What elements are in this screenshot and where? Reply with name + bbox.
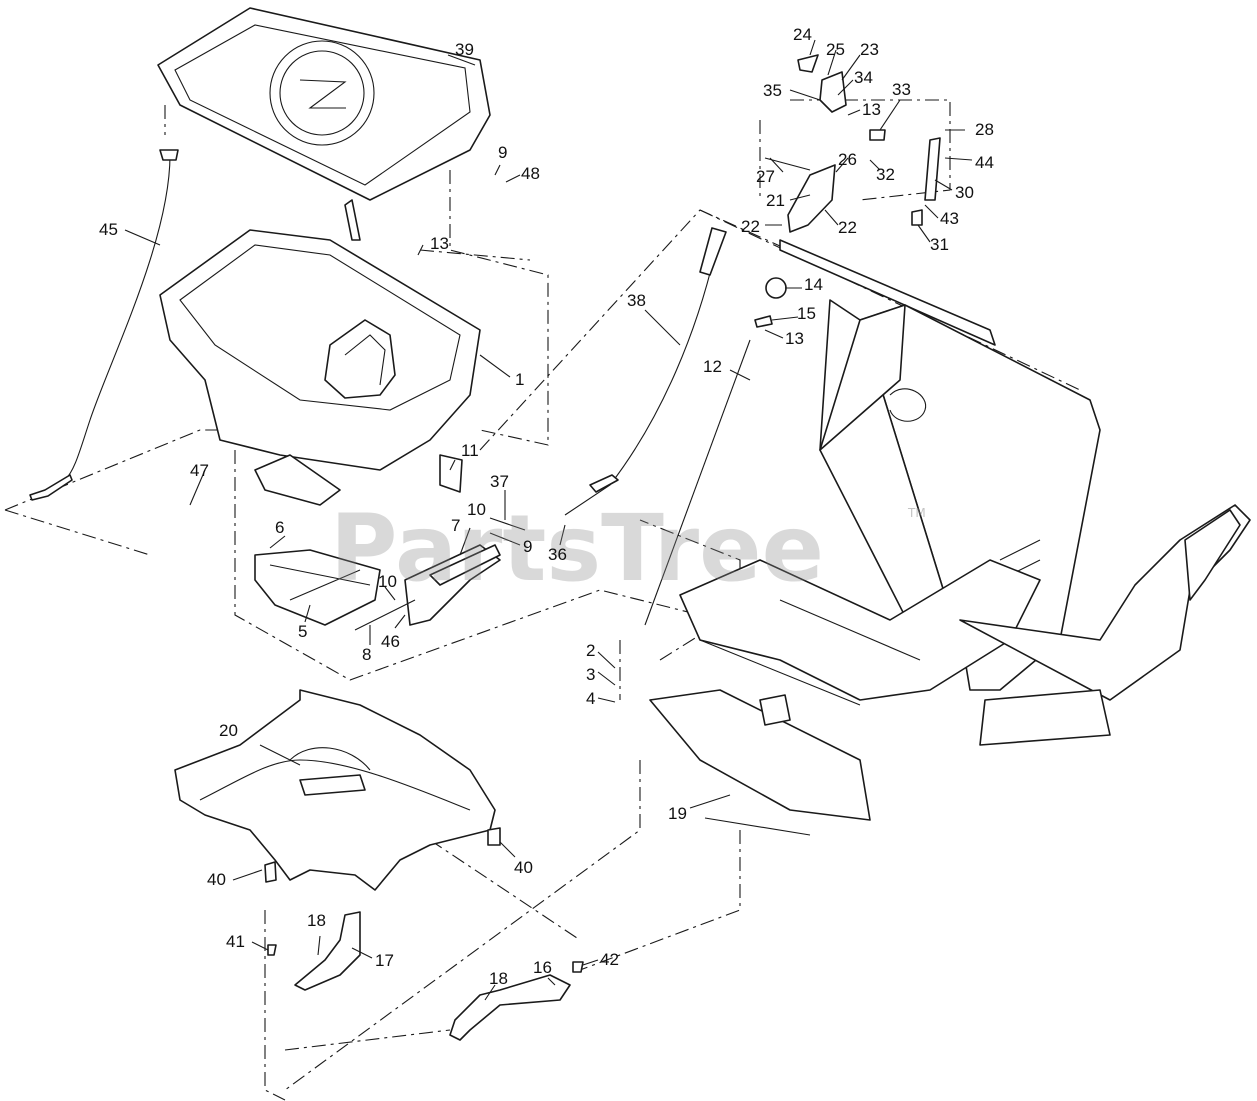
callout-48: 48 (521, 164, 540, 183)
callout-46: 46 (381, 632, 400, 651)
callout-24: 24 (793, 25, 812, 44)
callout-13a: 13 (430, 234, 449, 253)
callout-22a: 22 (741, 217, 760, 236)
callout-40b: 40 (514, 858, 533, 877)
callout-10b: 10 (378, 572, 397, 591)
callout-47: 47 (190, 461, 209, 480)
callout-10a: 10 (467, 500, 486, 519)
callout-45: 45 (99, 220, 118, 239)
callout-8: 8 (362, 645, 371, 664)
callout-20: 20 (219, 721, 238, 740)
callout-32: 32 (876, 165, 895, 184)
callout-38: 38 (627, 291, 646, 310)
callout-25: 25 (826, 40, 845, 59)
callout-9b: 9 (523, 537, 532, 556)
callout-27: 27 (756, 167, 775, 186)
callout-labels: 1 2 3 4 5 6 7 8 9 9 10 10 11 12 13 13 13… (99, 25, 994, 988)
callout-33: 33 (892, 80, 911, 99)
callout-9a: 9 (498, 143, 507, 162)
watermark-text: PartsTree (330, 495, 824, 602)
callout-18a: 18 (307, 911, 326, 930)
callout-26: 26 (838, 150, 857, 169)
hopper-lid (157, 7, 491, 241)
callout-12: 12 (703, 357, 722, 376)
spinner-assembly (189, 469, 501, 631)
callout-18b: 18 (489, 969, 508, 988)
callout-44: 44 (975, 153, 994, 172)
deflector-shield (174, 689, 496, 891)
control-linkage (764, 54, 996, 346)
hopper-bucket (159, 229, 481, 506)
callout-35: 35 (763, 81, 782, 100)
callout-31: 31 (930, 235, 949, 254)
callout-28: 28 (975, 120, 994, 139)
callout-15: 15 (797, 304, 816, 323)
trademark-text: TM (907, 506, 926, 520)
callout-17: 17 (375, 951, 394, 970)
callout-13b: 13 (862, 100, 881, 119)
callout-3: 3 (586, 665, 595, 684)
callout-19: 19 (668, 804, 687, 823)
callout-14: 14 (804, 275, 823, 294)
callout-13c: 13 (785, 329, 804, 348)
watermark: PartsTree TM (330, 495, 926, 602)
callout-39: 39 (455, 40, 474, 59)
callout-22b: 22 (838, 218, 857, 237)
mower-frame (649, 299, 1251, 821)
callout-11: 11 (461, 441, 479, 460)
callout-43: 43 (940, 209, 959, 228)
callout-2: 2 (586, 641, 595, 660)
callout-23: 23 (860, 40, 879, 59)
callout-7: 7 (451, 516, 460, 535)
mounting-brackets (264, 827, 584, 1041)
leader-lines (124, 39, 973, 1001)
callout-36: 36 (548, 545, 567, 564)
callout-40a: 40 (207, 870, 226, 889)
callout-34: 34 (854, 68, 873, 87)
callout-16: 16 (533, 958, 552, 977)
callout-6: 6 (275, 518, 284, 537)
callout-4: 4 (586, 689, 595, 708)
callout-5: 5 (298, 622, 307, 641)
callout-41: 41 (226, 932, 245, 951)
callout-1: 1 (515, 370, 524, 389)
callout-21: 21 (766, 191, 785, 210)
callout-42: 42 (600, 950, 619, 969)
control-cables (29, 149, 787, 626)
callout-30: 30 (955, 183, 974, 202)
callout-37: 37 (490, 472, 509, 491)
